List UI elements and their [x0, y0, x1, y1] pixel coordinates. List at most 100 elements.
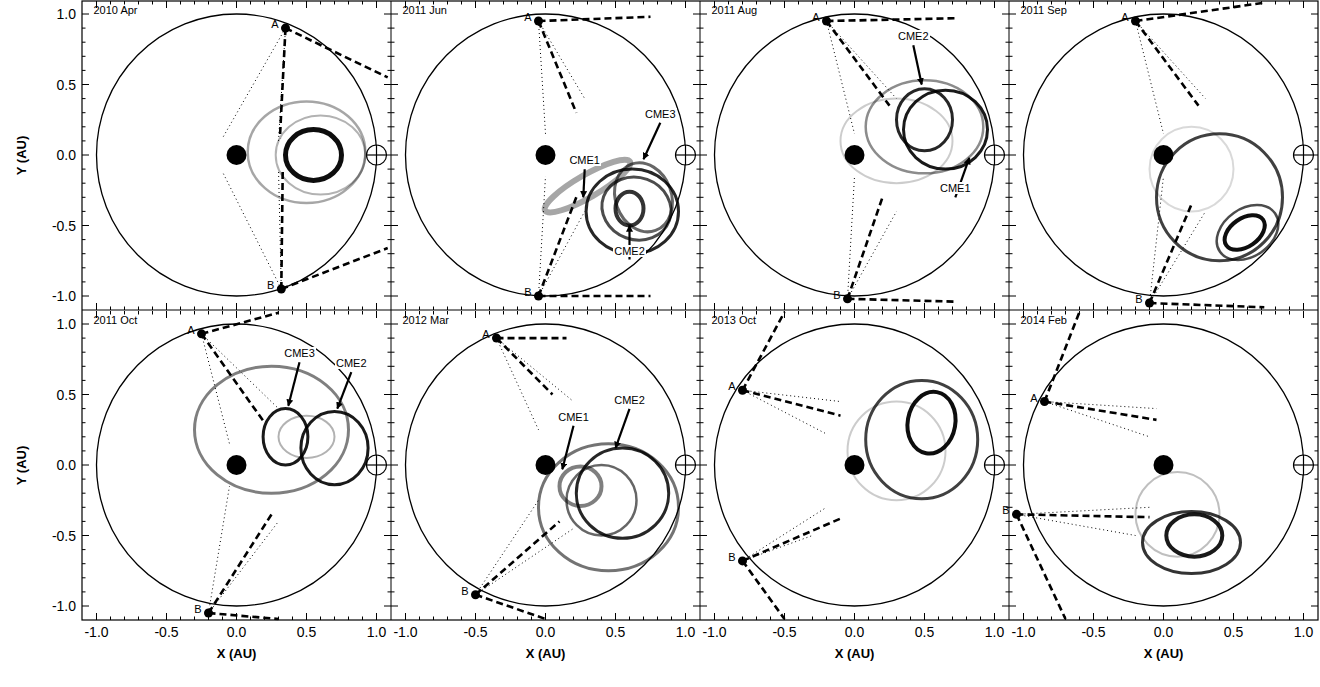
axis-tick — [391, 521, 395, 522]
earth-symbol — [994, 455, 995, 475]
axis-tick — [517, 617, 518, 621]
axis-tick — [697, 450, 701, 451]
spacecraft-label: B — [461, 585, 468, 597]
axis-tick — [1233, 311, 1234, 318]
axis-tick — [1002, 606, 1009, 607]
x-tick-label: 1.0 — [367, 624, 386, 640]
cme-loop — [586, 169, 678, 254]
spacecraft-label: A — [271, 18, 278, 30]
axis-tick — [671, 311, 672, 315]
axis-tick — [194, 1, 195, 5]
axis-tick — [840, 307, 841, 311]
spacecraft-label: A — [728, 380, 735, 392]
axis-tick — [770, 307, 771, 311]
axis-tick — [854, 1, 855, 8]
axis-tick — [82, 211, 86, 212]
axis-tick — [388, 577, 392, 578]
axis-tick — [166, 303, 167, 310]
axis-tick — [138, 311, 139, 315]
axis-tick — [545, 1, 546, 8]
axis-tick — [292, 1, 293, 5]
y-tick-label: -0.5 — [52, 218, 76, 234]
earth-symbol — [376, 145, 377, 165]
axis-tick — [461, 1, 462, 5]
axis-tick — [82, 493, 86, 494]
axis-tick — [391, 507, 395, 508]
axis-tick — [966, 307, 967, 311]
spacecraft-dot — [738, 386, 747, 395]
dashed-fov-line — [476, 521, 560, 594]
axis-tick — [882, 1, 883, 5]
x-axis-title: X (AU) — [526, 646, 566, 661]
axis-tick — [391, 606, 398, 607]
axis-tick — [812, 307, 813, 311]
spacecraft-label: A — [524, 11, 531, 23]
dashed-fov-line — [1150, 303, 1265, 307]
axis-tick — [278, 1, 279, 5]
axis-tick — [714, 303, 715, 310]
axis-tick — [236, 1, 237, 8]
axis-tick — [391, 549, 395, 550]
y-tick-label: 0.0 — [57, 457, 76, 473]
axis-tick — [250, 311, 251, 315]
axis-tick — [82, 422, 86, 423]
axis-tick — [700, 267, 704, 268]
cme-loop — [248, 101, 366, 203]
axis-tick — [1315, 126, 1319, 127]
axis-tick — [292, 311, 293, 315]
axis-tick — [1006, 563, 1010, 564]
axis-tick — [700, 563, 704, 564]
axis-tick — [697, 366, 701, 367]
spacecraft-label: B — [728, 551, 735, 563]
spacecraft-dot — [822, 17, 831, 26]
axis-tick — [693, 225, 700, 226]
x-tick-label: 0.5 — [297, 624, 316, 640]
axis-tick — [700, 380, 704, 381]
axis-tick — [1009, 606, 1016, 607]
axis-tick — [124, 617, 125, 621]
axis-tick — [1135, 311, 1136, 315]
axis-tick — [264, 307, 265, 311]
dotted-fov-line — [476, 528, 574, 594]
axis-tick — [306, 613, 307, 620]
axis-tick — [1037, 311, 1038, 315]
axis-tick — [697, 112, 701, 113]
spacecraft-label: A — [482, 328, 489, 340]
axis-tick — [180, 307, 181, 311]
spacecraft-dot — [1040, 397, 1049, 406]
axis-tick — [194, 311, 195, 315]
panel-date: 2011 Aug — [712, 4, 758, 16]
axis-tick — [138, 617, 139, 621]
cme-loop — [903, 388, 961, 457]
axis-tick — [388, 507, 392, 508]
axis-tick — [1006, 197, 1010, 198]
axis-tick — [1009, 338, 1013, 339]
axis-tick — [1303, 613, 1304, 620]
axis-tick — [82, 56, 86, 57]
axis-tick — [697, 436, 701, 437]
dashed-fov-line — [1150, 204, 1192, 303]
axis-tick — [222, 307, 223, 311]
axis-tick — [700, 338, 704, 339]
axis-tick — [1311, 225, 1318, 226]
axis-tick — [1247, 307, 1248, 311]
spacecraft-dot — [1145, 299, 1154, 308]
axis-tick — [1205, 617, 1206, 621]
axis-tick — [587, 617, 588, 621]
axis-tick — [391, 42, 395, 43]
dotted-fov-line — [1017, 507, 1150, 514]
axis-tick — [1009, 140, 1013, 141]
axis-tick — [1009, 155, 1016, 156]
axis-tick — [1051, 1, 1052, 5]
dashed-fov-line — [209, 514, 272, 613]
axis-tick — [388, 112, 392, 113]
axis-tick — [756, 617, 757, 621]
axis-tick — [994, 1, 995, 8]
x-tick-label: -0.5 — [772, 624, 796, 640]
sun-disc — [227, 455, 247, 475]
axis-tick — [896, 311, 897, 315]
axis-tick — [531, 307, 532, 311]
axis-tick — [685, 1, 686, 8]
axis-tick — [82, 591, 86, 592]
earth-symbol — [367, 455, 387, 475]
